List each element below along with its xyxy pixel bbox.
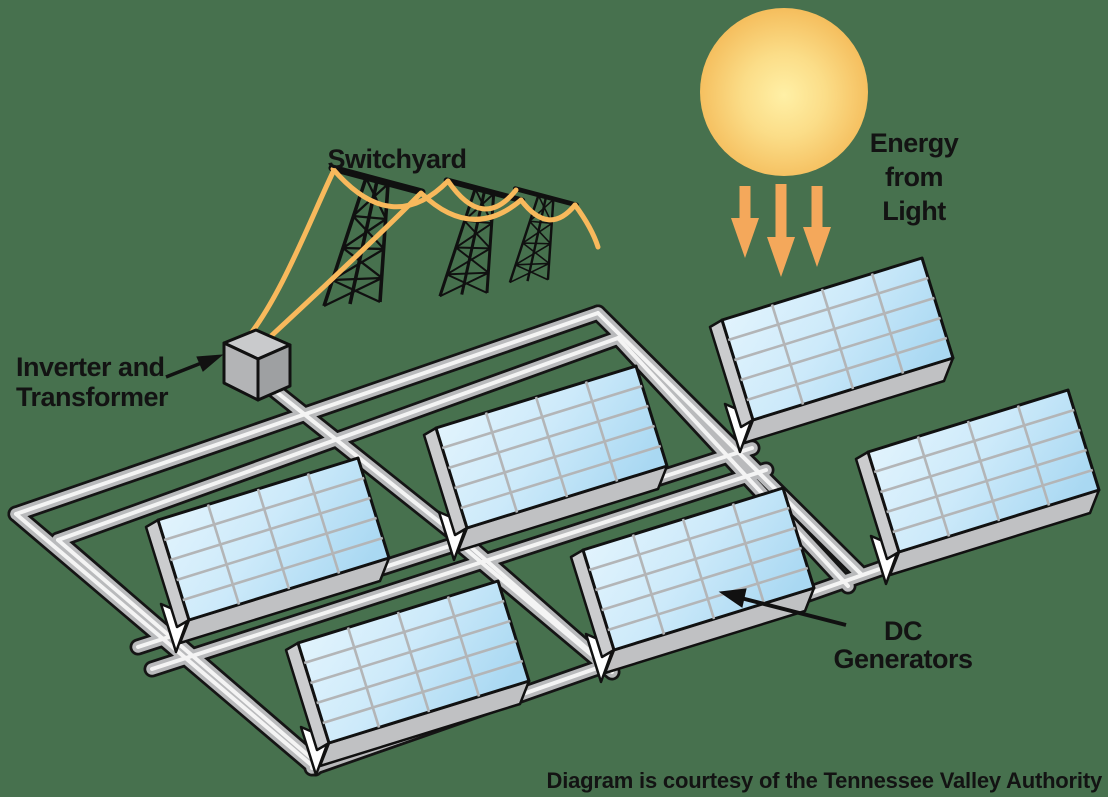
pipe-segment	[14, 311, 600, 516]
inverter-label-arrow	[165, 360, 205, 379]
pipe-segment	[14, 512, 317, 770]
pipe-segment	[56, 538, 312, 759]
label-arrows	[165, 354, 847, 627]
power-line-wire	[445, 178, 519, 212]
power-line-wire	[241, 167, 337, 345]
pipe-segment	[460, 544, 614, 674]
inverter-transformer-box	[222, 328, 292, 402]
sunlight-arrow	[767, 184, 795, 277]
energy-label-line3: Light	[882, 196, 946, 226]
dc-label-arrow	[736, 595, 847, 627]
credit-text: Diagram is courtesy of the Tennessee Val…	[547, 768, 1103, 793]
power-line-wire	[572, 202, 601, 250]
energy-label-line2: from	[885, 162, 943, 192]
dc-generators-label-line2: Generators	[833, 644, 972, 674]
pipe-segment	[616, 336, 850, 588]
power-line-wire	[253, 191, 423, 353]
power-lines	[241, 166, 601, 353]
inverter-label-line1: Inverter and	[16, 352, 165, 382]
inverter-label-line2: Transformer	[16, 382, 169, 412]
sun	[700, 8, 868, 176]
switchyard-label: Switchyard	[327, 144, 466, 174]
sunlight-arrow	[731, 186, 759, 258]
sunlight-arrow	[803, 186, 831, 267]
power-line-wire	[418, 190, 524, 222]
dc-label-arrowhead	[718, 588, 747, 608]
power-line-wire	[330, 166, 451, 210]
pipe-segment	[446, 525, 602, 662]
labels: Switchyard Energy from Light Inverter an…	[16, 128, 1103, 793]
dc-generators-label-line1: DC	[884, 616, 922, 646]
sunlight-arrows	[731, 184, 831, 277]
power-line-wire	[518, 197, 578, 223]
pipe-segment	[150, 468, 768, 671]
inverter-label-arrowhead	[196, 354, 224, 372]
pipe-segment	[596, 311, 864, 577]
energy-label-line1: Energy	[870, 128, 959, 158]
